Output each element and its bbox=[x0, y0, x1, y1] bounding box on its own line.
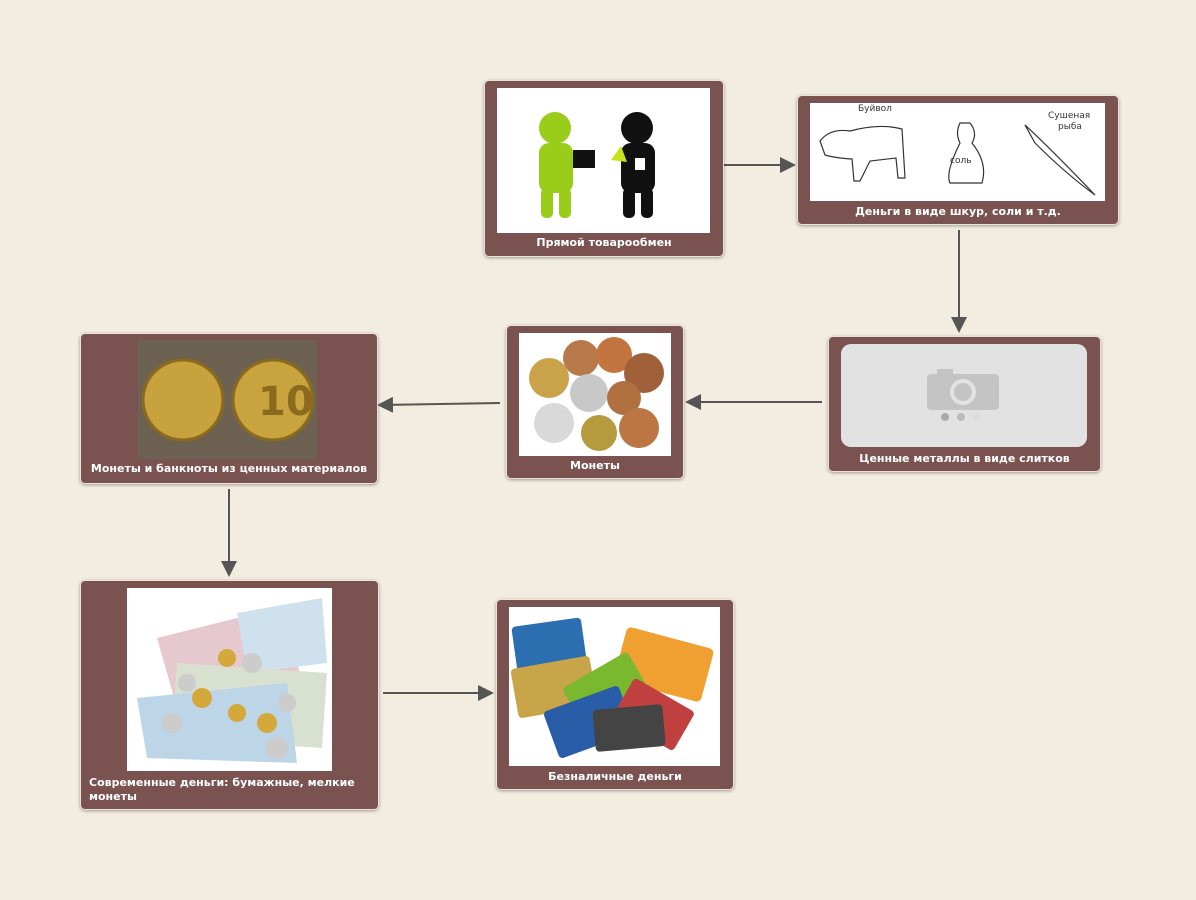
salt-label: соль bbox=[950, 156, 972, 166]
node-ingots[interactable]: Ценные металлы в виде слитков bbox=[828, 336, 1101, 472]
svg-text:10: 10 bbox=[258, 379, 314, 425]
node-caption: Монеты и банкноты из ценных материалов bbox=[90, 462, 368, 475]
people-exchange-image bbox=[497, 88, 710, 233]
camera-icon bbox=[927, 369, 999, 421]
node-cashless[interactable]: Безналичные деньги bbox=[496, 599, 734, 790]
node-barter[interactable]: Прямой товарообмен bbox=[484, 80, 724, 257]
node-caption: Монеты bbox=[570, 459, 620, 472]
node-caption: Безналичные деньги bbox=[548, 770, 682, 783]
image-placeholder bbox=[841, 344, 1087, 447]
buffalo-salt-fish-image: соль Буйвол Сушеная рыба bbox=[810, 103, 1105, 201]
fish-label-line1: Сушеная bbox=[1048, 111, 1091, 121]
gold-coins-image: 10 bbox=[138, 340, 317, 459]
node-coins[interactable]: Монеты bbox=[506, 325, 684, 479]
buffalo-label: Буйвол bbox=[858, 104, 892, 114]
node-precious-money[interactable]: 10 Монеты и банкноты из ценных материало… bbox=[80, 333, 378, 484]
node-caption: Деньги в виде шкур, соли и т.д. bbox=[855, 205, 1061, 218]
node-caption: Прямой товарообмен bbox=[536, 236, 672, 249]
node-modern-money[interactable]: Современные деньги: бумажные, мелкие мон… bbox=[80, 580, 379, 810]
node-caption: Современные деньги: бумажные, мелкие мон… bbox=[89, 776, 355, 803]
arrow-coins-to-precious bbox=[377, 396, 501, 413]
node-caption: Ценные металлы в виде слитков bbox=[859, 452, 1070, 465]
fish-label-line2: рыба bbox=[1058, 122, 1082, 132]
credit-cards-image bbox=[509, 607, 720, 766]
coins-image bbox=[519, 333, 671, 456]
banknotes-coins-image bbox=[127, 588, 332, 771]
node-commodity-money[interactable]: соль Буйвол Сушеная рыба Деньги в виде ш… bbox=[797, 95, 1119, 225]
